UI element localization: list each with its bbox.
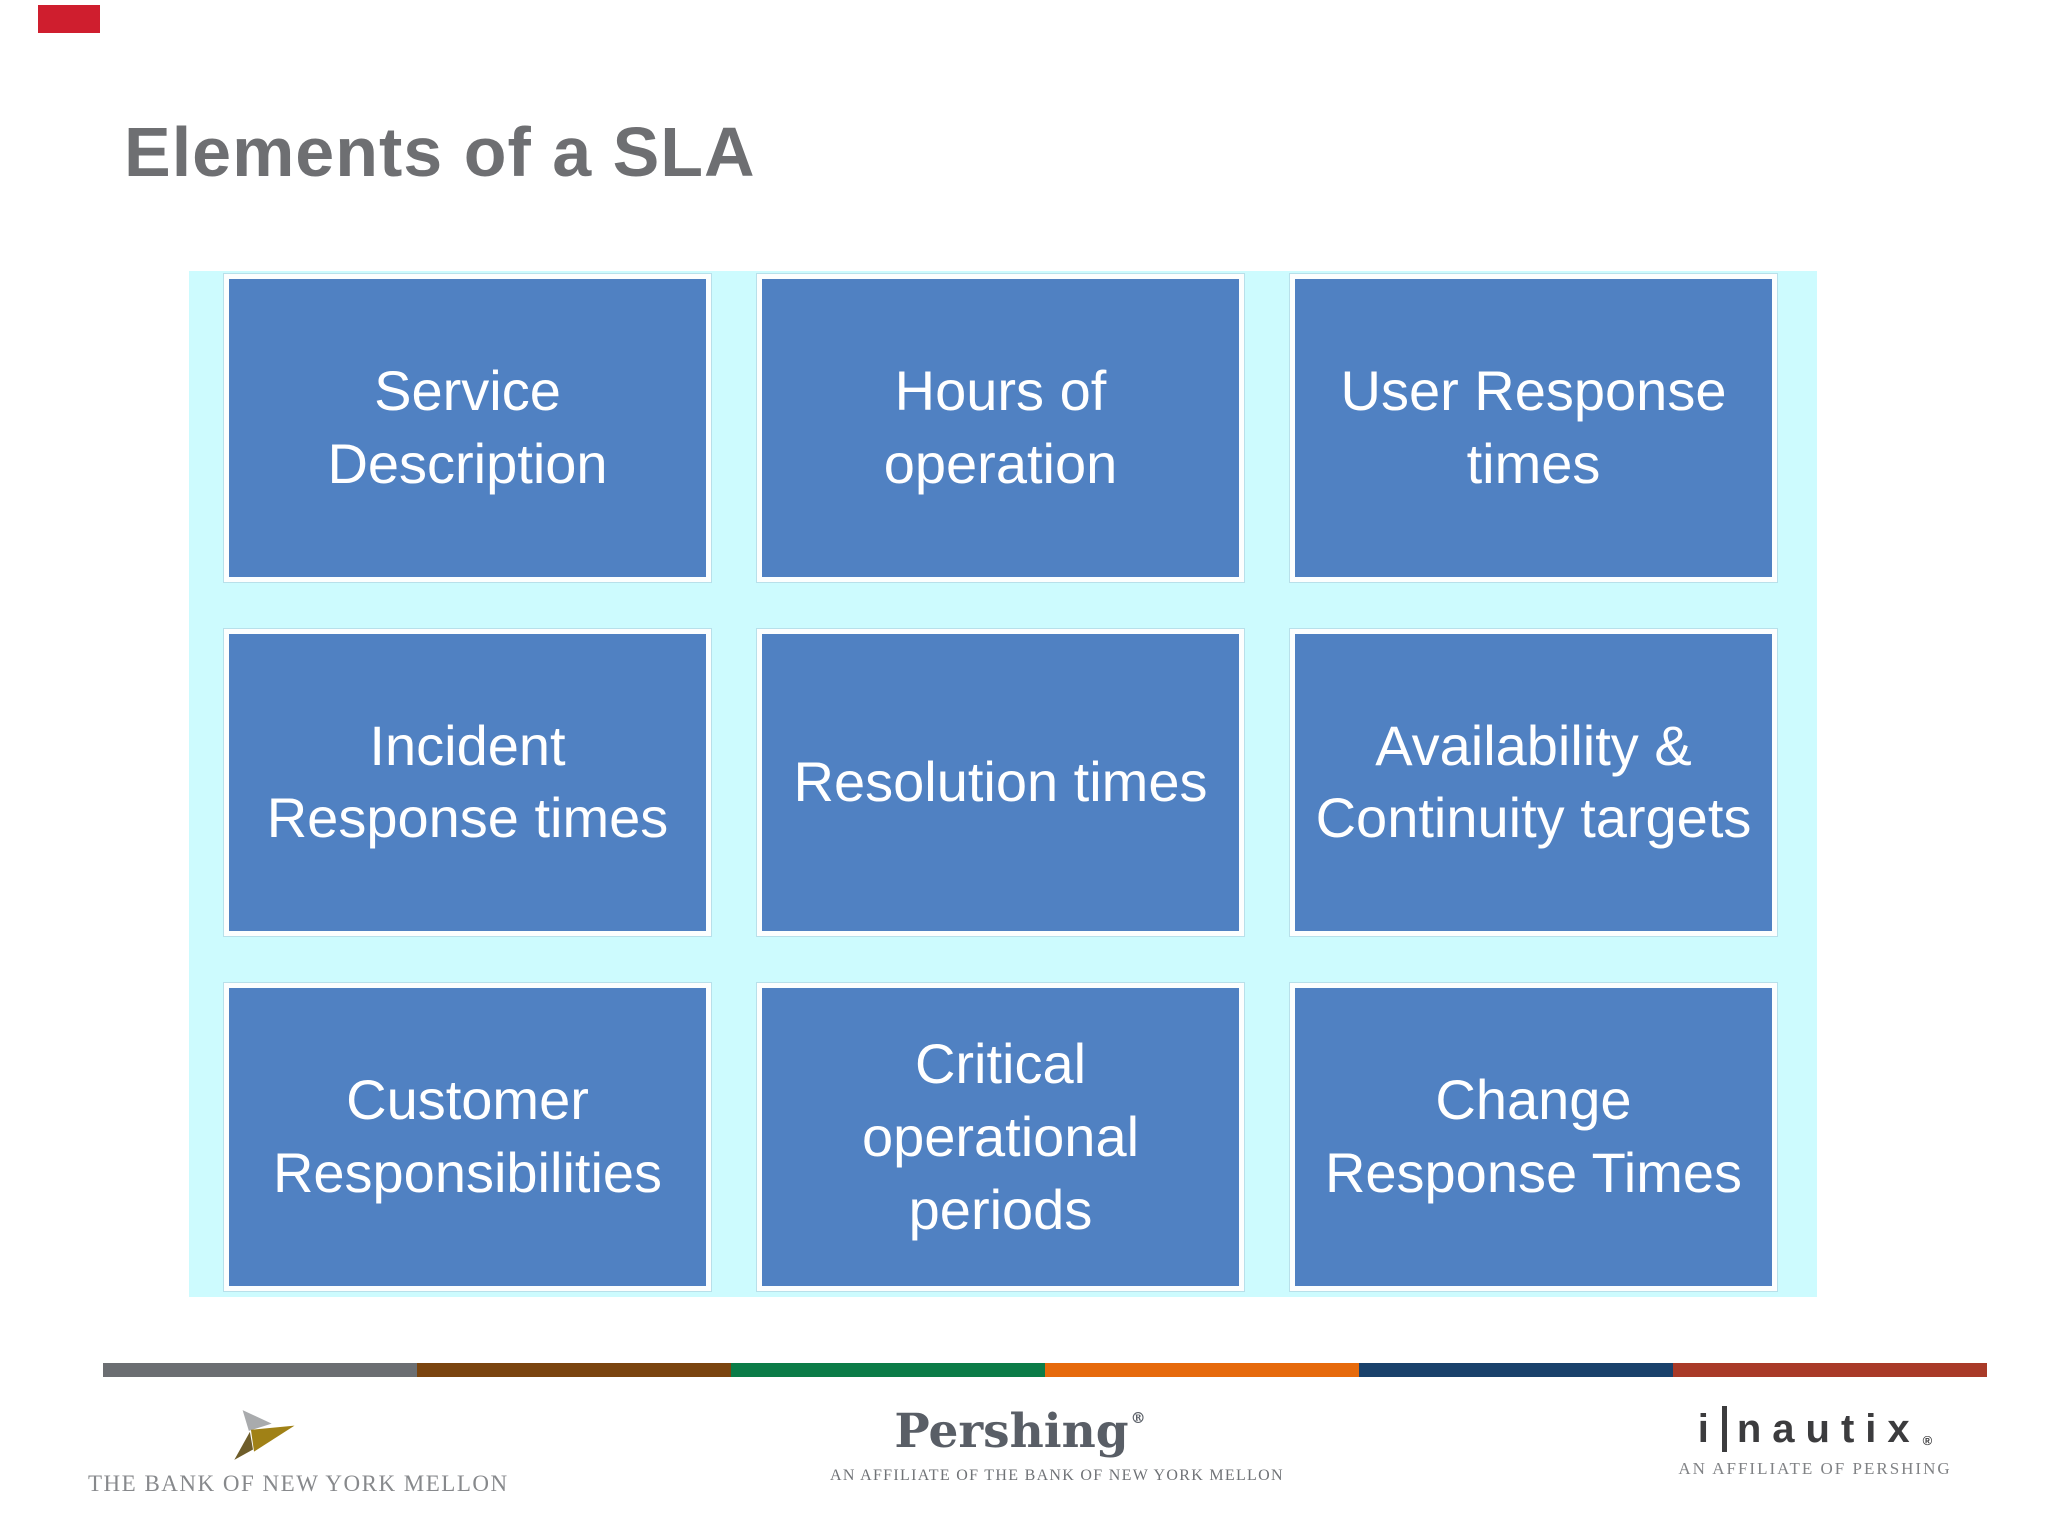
inautix-logo: i nautix ® AN AFFILIATE OF PERSHING [1648, 1406, 1982, 1479]
inautix-name: nautix [1736, 1406, 1921, 1451]
grid-cell-change-response-times: Change Response Times [1290, 983, 1777, 1291]
grid-cell-incident-response-times: Incident Response times [224, 628, 711, 937]
grid-cell-user-response-times: User Response times [1290, 274, 1777, 582]
pershing-tagline: AN AFFILIATE OF THE BANK OF NEW YORK MEL… [830, 1467, 1284, 1484]
registered-mark-icon: ® [1922, 1433, 1933, 1448]
grid-cell-resolution-times: Resolution times [757, 628, 1244, 937]
footer-bar-segment [731, 1363, 1045, 1377]
bnym-arrow-icon [233, 1410, 295, 1460]
vertical-bar-icon [1721, 1406, 1727, 1452]
footer-bar-segment [417, 1363, 731, 1377]
sla-elements-grid: Service Description Hours of operation U… [189, 271, 1817, 1297]
grid-cell-service-description: Service Description [224, 274, 711, 582]
bnym-logo-text: THE BANK OF NEW YORK MELLON [88, 1471, 509, 1496]
pershing-word: Pershing [894, 1404, 1129, 1459]
grid-cell-label: Service Description [327, 359, 608, 495]
red-capture-marker [38, 5, 100, 33]
grid-cell-label: User Response times [1340, 359, 1727, 495]
grid-cell-label: Customer Responsibilities [272, 1068, 663, 1205]
grid-cell-label: Incident Response times [266, 713, 669, 850]
footer-bar-segment [1359, 1363, 1673, 1377]
grid-cell-label: Change Response Times [1324, 1068, 1743, 1205]
inautix-prefix: i [1697, 1406, 1720, 1451]
grid-cell-label: Hours of operation [883, 359, 1118, 495]
pershing-logo: Pershing® AN AFFILIATE OF THE BANK OF NE… [830, 1404, 1284, 1485]
grid-cell-critical-operational-periods: Critical operational periods [757, 983, 1244, 1291]
footer-color-bar [103, 1363, 1987, 1377]
grid-cell-label: Availability & Continuity targets [1315, 713, 1752, 850]
footer-bar-segment [1673, 1363, 1987, 1377]
registered-mark-icon: ® [1130, 1409, 1146, 1427]
pershing-wordmark: Pershing® [830, 1404, 1210, 1459]
grid-cell-label: Critical operational periods [861, 1031, 1140, 1241]
grid-cell-customer-responsibilities: Customer Responsibilities [224, 983, 711, 1291]
inautix-tagline: AN AFFILIATE OF PERSHING [1678, 1459, 1952, 1478]
inautix-wordmark: i nautix ® [1697, 1406, 1933, 1452]
slide-title: Elements of a SLA [124, 113, 756, 191]
grid-cell-availability-continuity-targets: Availability & Continuity targets [1290, 628, 1777, 937]
grid-cell-label: Resolution times [793, 750, 1208, 814]
footer-bar-segment [103, 1363, 417, 1377]
bnym-logo: THE BANK OF NEW YORK MELLON [88, 1408, 509, 1497]
grid-cell-hours-of-operation: Hours of operation [757, 274, 1244, 582]
footer-bar-segment [1045, 1363, 1359, 1377]
